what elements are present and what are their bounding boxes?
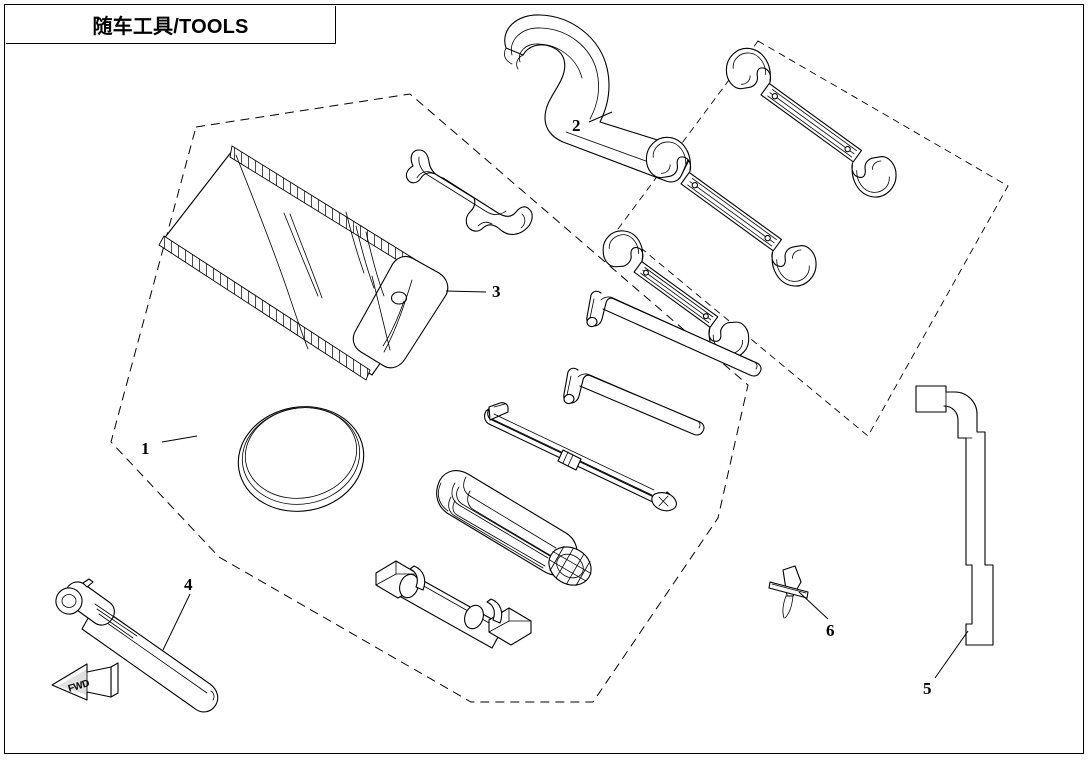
callout-1: 1: [141, 439, 150, 458]
leader-1: [161, 435, 198, 443]
tire-gauge-rod: [55, 578, 219, 713]
callout-2: 2: [572, 116, 581, 135]
open-end-wrench-small: [405, 149, 533, 235]
open-end-wrench-large-3: [602, 230, 750, 359]
leader-6: [798, 591, 829, 620]
callout-6: 6: [826, 621, 835, 640]
hex-key-1: [586, 290, 762, 377]
plastic-rivet-clip: [768, 565, 809, 619]
l-shaped-plug-wrench: [915, 385, 994, 646]
hex-key-2: [563, 367, 705, 436]
leader-4: [162, 593, 191, 651]
screwdriver-handle: [436, 470, 592, 587]
open-end-wrench-large-2: [645, 136, 817, 287]
open-end-wrench-large-1: [725, 47, 897, 198]
leader-5: [934, 630, 969, 679]
fwd-direction-arrow: [51, 662, 119, 701]
callout-5: 5: [923, 679, 932, 698]
page-title: 随车工具/TOOLS: [92, 16, 249, 38]
callout-4: 4: [184, 575, 193, 594]
title-box: 随车工具/TOOLS: [6, 6, 336, 44]
tool-bag-pouch: [158, 145, 449, 381]
leader-2: [588, 111, 613, 123]
page-border-frame: [4, 4, 1084, 754]
callout-3: 3: [492, 282, 501, 301]
o-ring: [237, 406, 365, 512]
tool-kit-assembly-boundary: [110, 93, 749, 703]
wrench-group-boundary: [617, 40, 1009, 437]
hook-spanner-wrench: [504, 14, 690, 183]
screwdriver-shaft: [484, 402, 677, 512]
leader-lines: [161, 111, 969, 679]
leader-3: [445, 290, 487, 293]
socket-box-wrench: [375, 560, 532, 649]
